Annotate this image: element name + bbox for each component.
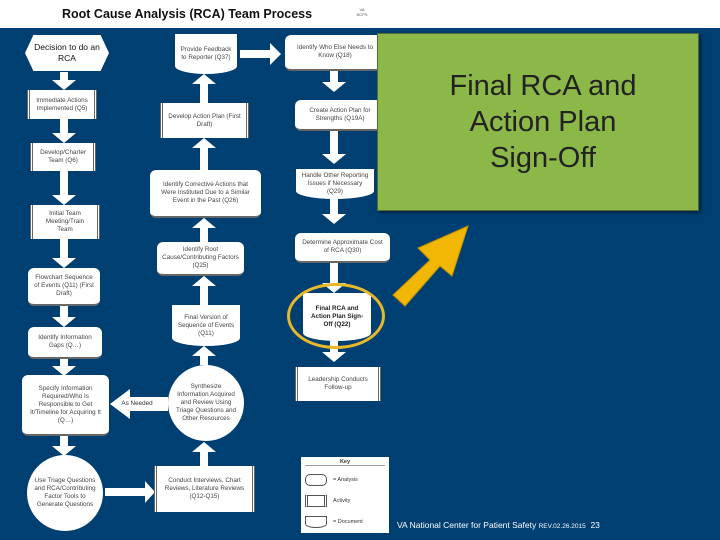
as-needed-label: As Needed — [121, 400, 153, 407]
node-final-sequence: Final Version of Sequence of Events (Q11… — [172, 305, 240, 346]
node-followup: Leadership Conducts Follow-up — [295, 367, 381, 401]
footer-org: VA National Center for Patient Safety — [397, 520, 537, 530]
callout-line: Action Plan — [469, 106, 617, 138]
analysis-shape-icon — [305, 473, 327, 486]
node-root-cause: Identify Root Cause/Contributing Factors… — [157, 242, 244, 276]
node-synthesize: Synthesize Information Acquired and Revi… — [168, 365, 244, 441]
node-decision: Decision to do an RCA — [25, 35, 109, 71]
key-activity: Activity — [333, 497, 351, 504]
title-bar — [0, 0, 720, 28]
node-who-else: Identify Who Else Needs to Know (Q18) — [285, 35, 385, 71]
highlight-ellipse — [287, 283, 385, 349]
callout-arrow — [392, 225, 469, 307]
node-corrective-actions: Identify Corrective Actions that Were In… — [150, 170, 261, 218]
node-triage-questions: Use Triage Questions and RCA/Contributin… — [27, 455, 103, 531]
footer: VA National Center for Patient Safety RE… — [397, 520, 600, 530]
node-feedback: Provide Feedback to Reporter (Q37) — [175, 34, 237, 74]
document-shape-icon — [305, 515, 327, 528]
node-action-plan-draft: Develop Action Plan (First Draft) — [160, 103, 249, 138]
node-specify-info: Specify Information Required/Who Is Resp… — [22, 375, 109, 436]
logo: VA NCPS — [356, 7, 368, 17]
legend-key: Key = Analysis Activity = Document — [301, 457, 389, 533]
node-info-gaps: Identify Information Gaps (Q…) — [28, 327, 102, 359]
key-title: Key — [305, 459, 385, 466]
node-reporting: Handle Other Reporting Issues if Necessa… — [296, 169, 374, 199]
key-document: = Document — [333, 518, 363, 525]
node-charter-team: Develop/Charter Team (Q6) — [30, 143, 96, 171]
activity-shape-icon — [305, 494, 327, 507]
slide-title: Root Cause Analysis (RCA) Team Process — [62, 7, 313, 21]
node-strengths: Create Action Plan for Strengths (Q19A) — [295, 100, 385, 131]
footer-rev: REV.02.26.2015 — [538, 523, 586, 530]
callout-line: Final RCA and — [449, 70, 637, 102]
node-interviews: Conduct Interviews, Chart Reviews, Liter… — [154, 466, 255, 512]
callout-line: Sign-Off — [490, 142, 596, 174]
node-immediate-actions: Immediate Actions Implemented (Q5) — [27, 90, 97, 119]
page-number: 23 — [590, 520, 600, 530]
node-flowchart-events: Flowchart Sequence of Events (Q11) (Firs… — [28, 268, 100, 306]
node-initial-meeting: Initial Team Meeting/Train Team — [30, 205, 100, 239]
key-analysis: = Analysis — [333, 476, 358, 483]
node-cost: Determine Approximate Cost of RCA (Q30) — [295, 233, 390, 263]
